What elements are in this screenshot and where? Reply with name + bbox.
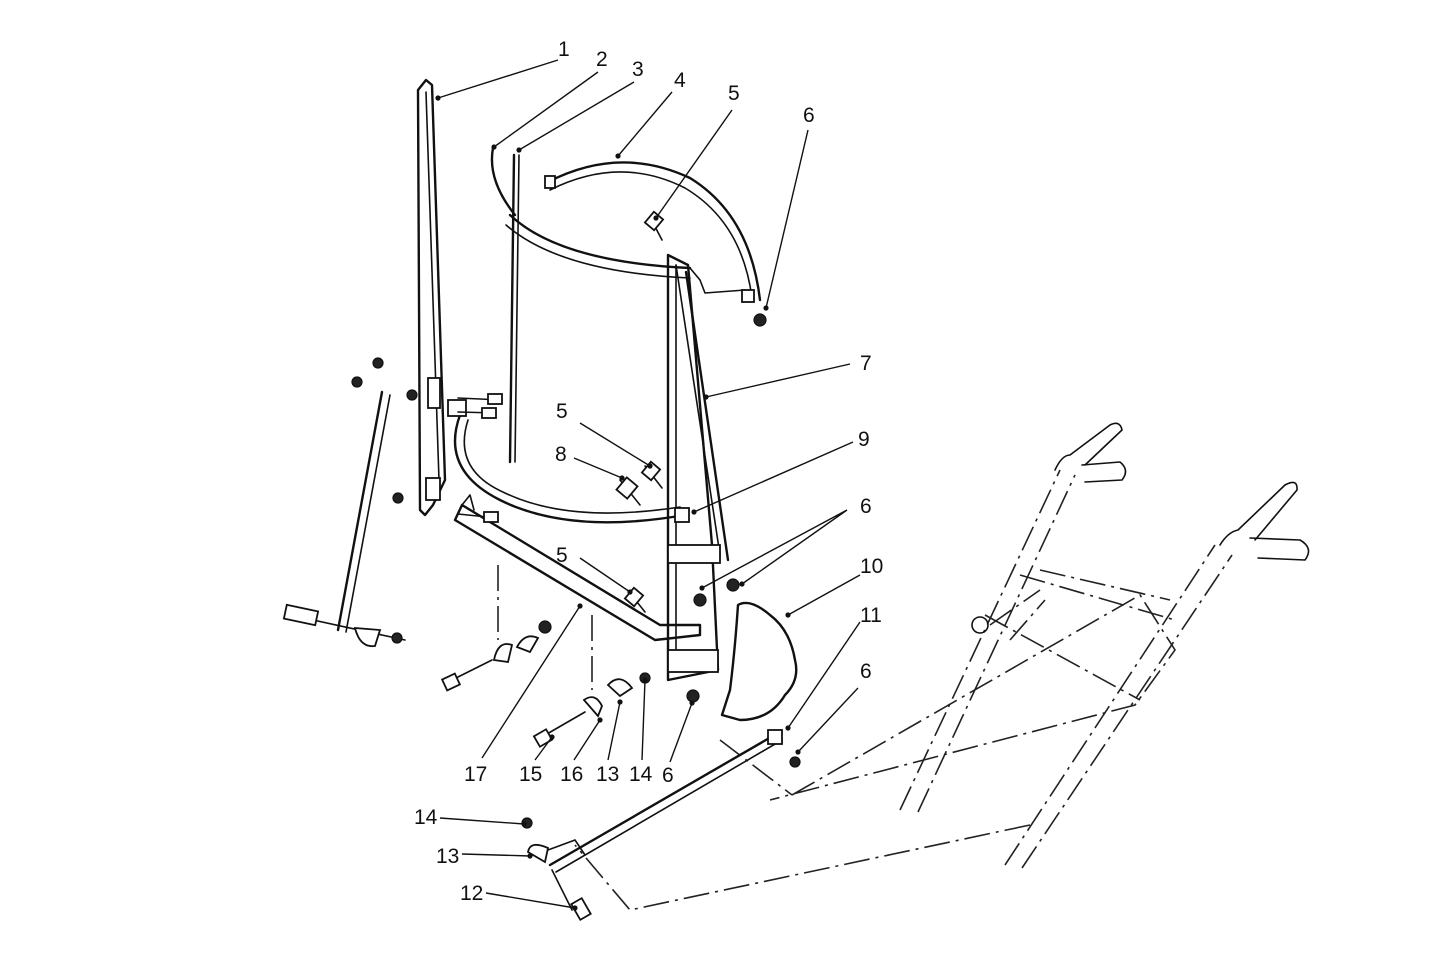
callout-5: 5 xyxy=(556,544,568,567)
left-brace-rod xyxy=(282,390,406,648)
callout-13: 13 xyxy=(596,763,619,786)
callout-7: 7 xyxy=(860,352,872,375)
callout-8: 8 xyxy=(555,443,567,466)
left-upright-bracket xyxy=(416,78,447,517)
control-rod xyxy=(548,729,783,873)
callout-16: 16 xyxy=(560,763,583,786)
phantom-handle-outline xyxy=(497,469,1233,911)
callout-11: 11 xyxy=(860,604,882,627)
callout-15: 15 xyxy=(519,763,542,786)
callout-labels: 1 2 3 4 5 6 7 5 9 8 6 5 10 11 6 17 15 16… xyxy=(414,38,883,905)
callout-6: 6 xyxy=(662,764,674,787)
baffle-plate xyxy=(720,601,798,722)
callout-6: 6 xyxy=(803,104,815,127)
callout-12: 12 xyxy=(460,882,483,905)
lower-angle-bracket xyxy=(453,494,702,642)
leader-lines xyxy=(437,59,861,909)
callout-5: 5 xyxy=(556,400,568,423)
callout-9: 9 xyxy=(858,428,870,451)
callout-4: 4 xyxy=(674,69,686,92)
callout-6: 6 xyxy=(860,660,872,683)
callout-2: 2 xyxy=(596,48,608,71)
callout-6: 6 xyxy=(860,495,872,518)
upper-hoop xyxy=(505,161,762,303)
callout-10: 10 xyxy=(860,555,883,578)
callout-5: 5 xyxy=(728,82,740,105)
handle-grips xyxy=(971,422,1310,634)
callout-17: 17 xyxy=(464,763,487,786)
curved-rod xyxy=(490,146,517,217)
callout-14: 14 xyxy=(414,806,438,829)
vertical-rod xyxy=(508,153,520,464)
lower-hoop xyxy=(447,399,690,524)
callout-13: 13 xyxy=(436,845,459,868)
callout-14: 14 xyxy=(629,763,653,786)
callout-3: 3 xyxy=(632,58,644,81)
callout-1: 1 xyxy=(558,38,570,61)
leader-dots xyxy=(435,95,801,911)
fasteners xyxy=(351,210,801,922)
right-upright-frame xyxy=(666,253,730,682)
